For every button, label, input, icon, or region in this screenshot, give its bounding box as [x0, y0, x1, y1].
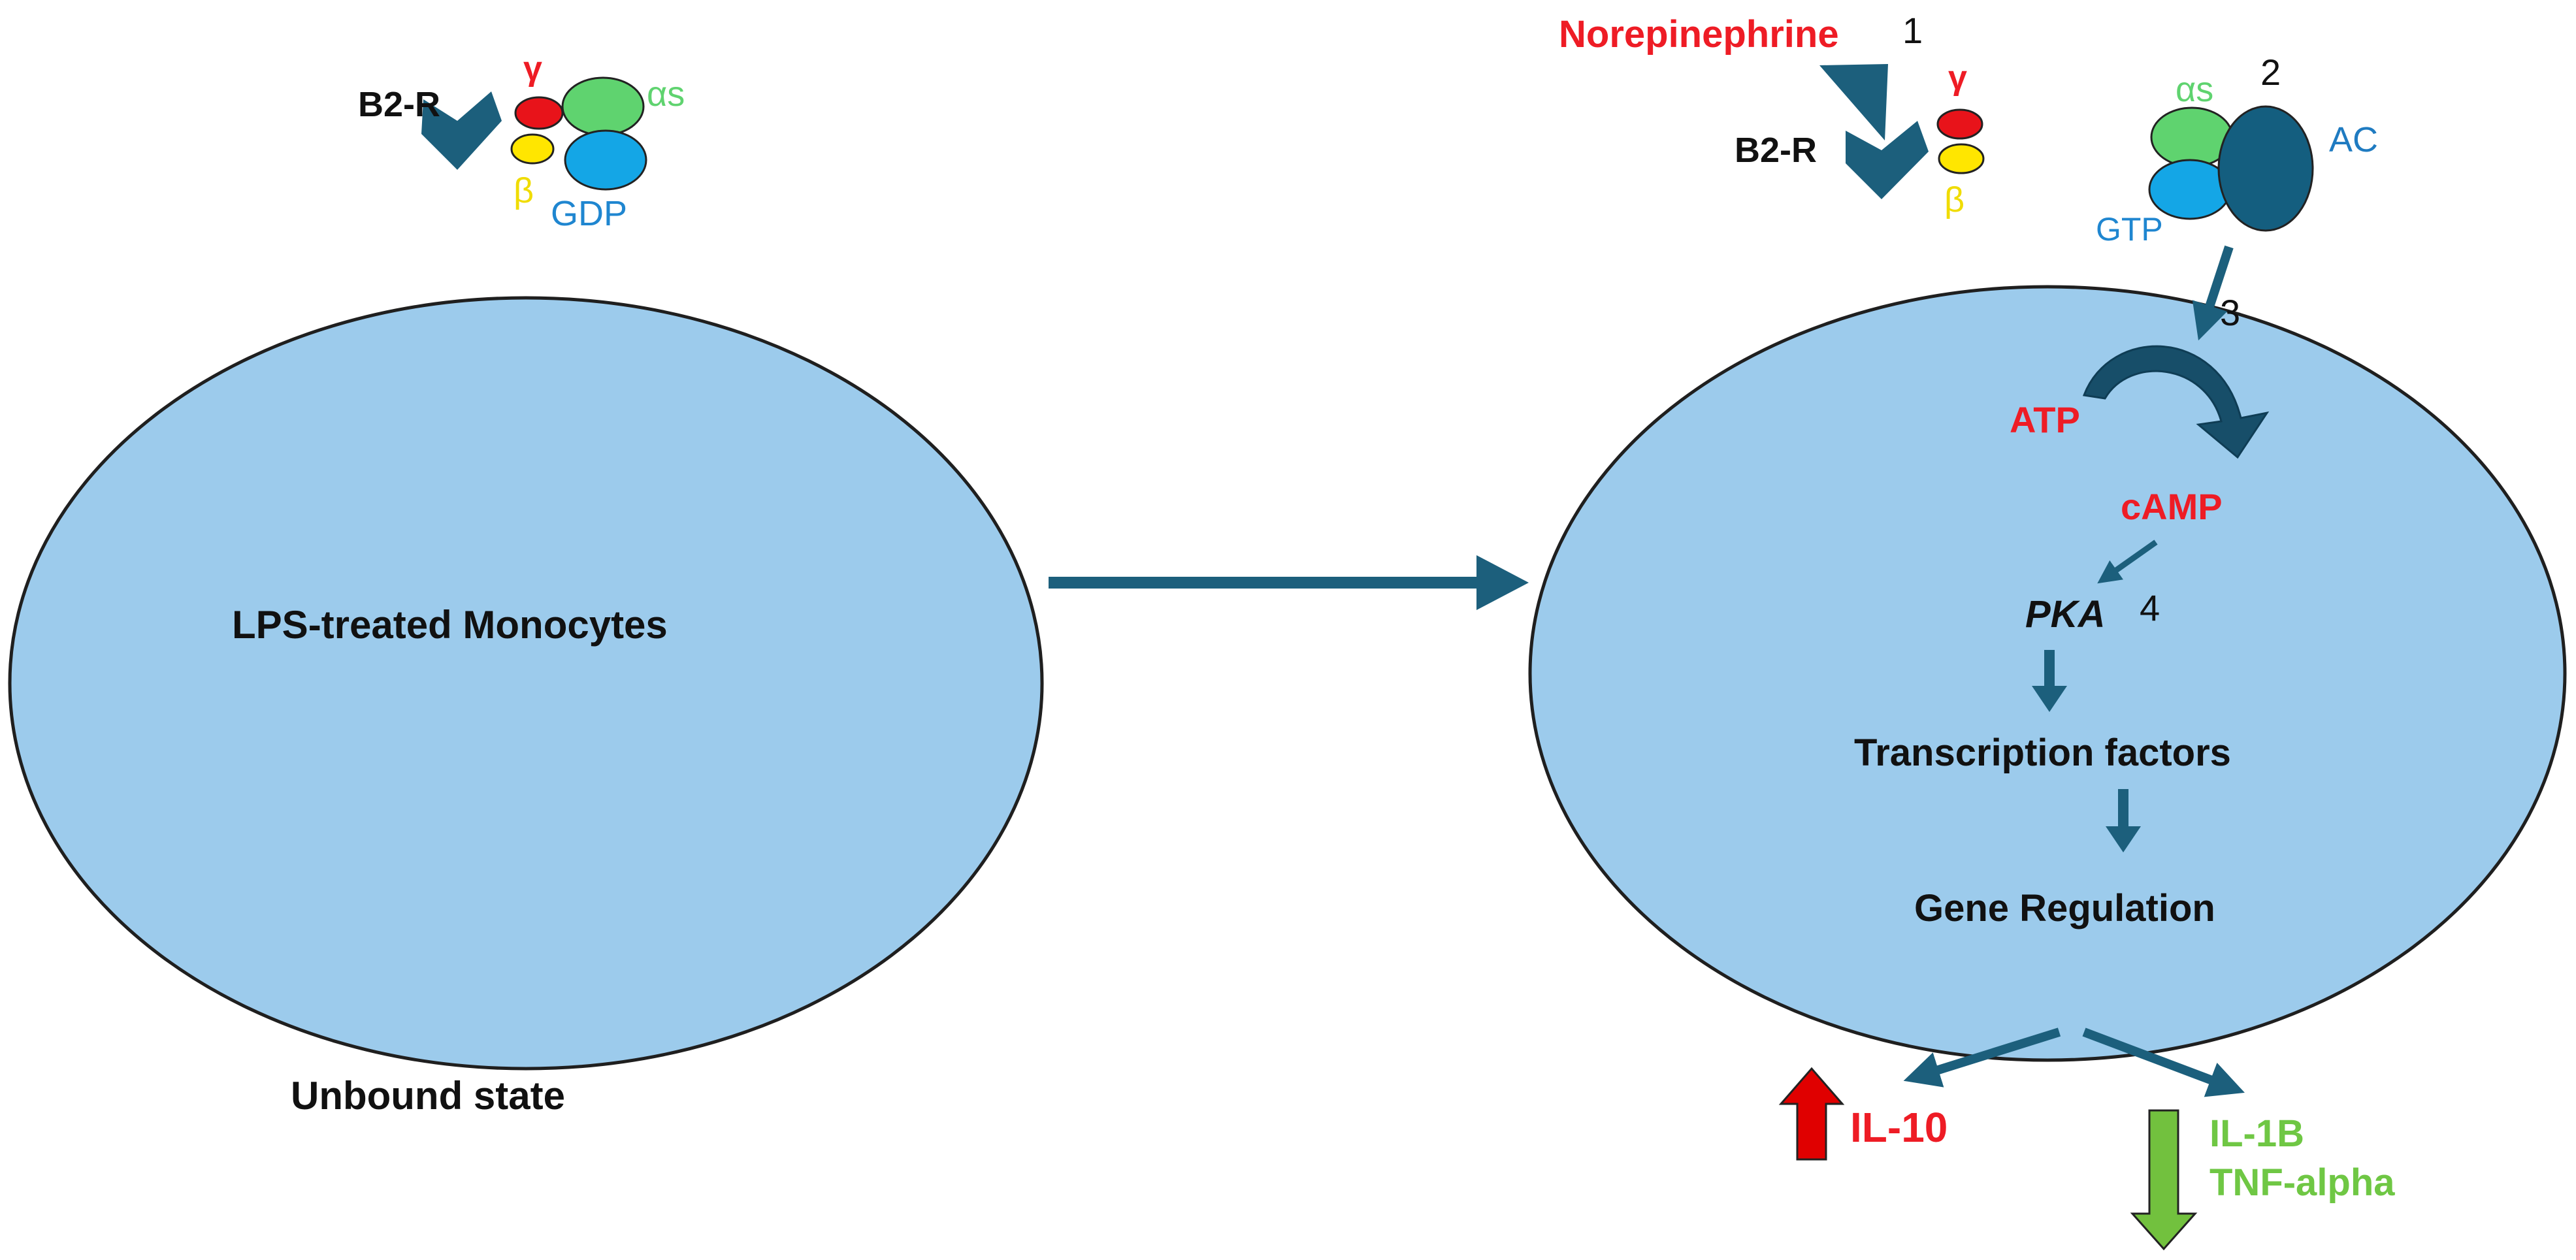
il1b-label: IL-1B	[2209, 1112, 2304, 1155]
right-b2-receptor-icon	[1846, 121, 1929, 199]
gene-regulation-label: Gene Regulation	[1914, 887, 2215, 929]
step-1-label: 1	[1902, 10, 1923, 51]
left-gdp-icon	[564, 129, 647, 191]
left-alpha-subunit-icon	[561, 76, 645, 137]
left-cell	[8, 296, 1044, 1071]
tf-to-gene-arrow-head	[2106, 826, 2141, 852]
transition-arrow-head	[1476, 555, 1529, 610]
gtp-label: GTP	[2096, 211, 2163, 248]
norepinephrine-ligand-icon	[1819, 64, 1888, 140]
to-il1b-arrow	[2082, 1027, 2245, 1097]
camp-label: cAMP	[2121, 486, 2223, 527]
step-3-label: 3	[2220, 292, 2240, 333]
left-gamma-label: γ	[523, 50, 542, 88]
right-alpha-label: αs	[2176, 70, 2213, 109]
right-beta-label: β	[1944, 180, 1965, 219]
right-gamma-subunit-icon	[1936, 108, 1983, 140]
step-2-label: 2	[2260, 52, 2281, 93]
tnf-alpha-label: TNF-alpha	[2209, 1161, 2395, 1204]
decrease-arrow-icon	[2130, 1109, 2198, 1251]
adenylyl-cyclase-icon	[2217, 105, 2314, 232]
to-il10-arrow	[1903, 1027, 2061, 1088]
atp-label: ATP	[2010, 399, 2080, 440]
left-beta-subunit-icon	[510, 133, 555, 165]
left-beta-label: β	[514, 171, 534, 210]
pka-label: PKA	[2025, 593, 2105, 636]
right-beta-subunit-icon	[1938, 143, 1985, 174]
left-receptor-label: B2-R	[358, 85, 440, 124]
right-gamma-label: γ	[1948, 59, 1967, 97]
right-receptor-label: B2-R	[1735, 131, 1817, 170]
step-4-label: 4	[2140, 587, 2160, 628]
camp-to-pka-arrow	[2097, 540, 2158, 584]
left-gdp-label: GDP	[551, 194, 627, 233]
pka-to-tf-arrow-head	[2032, 686, 2067, 712]
atp-to-camp-curved-arrow	[2082, 345, 2270, 459]
left-cell-label: LPS-treated Monocytes	[232, 603, 668, 647]
transcription-factors-label: Transcription factors	[1854, 732, 2231, 774]
left-alpha-label: αs	[647, 74, 685, 114]
ac-label: AC	[2329, 120, 2378, 159]
il10-label: IL-10	[1850, 1104, 1948, 1151]
norepinephrine-label: Norepinephrine	[1559, 13, 1839, 56]
left-gamma-subunit-icon	[514, 96, 564, 130]
ac-to-atp-arrow	[2192, 245, 2234, 341]
unbound-state-label: Unbound state	[291, 1074, 565, 1118]
left-b2-receptor-icon	[421, 91, 502, 170]
increase-arrow-icon	[1778, 1067, 1845, 1161]
